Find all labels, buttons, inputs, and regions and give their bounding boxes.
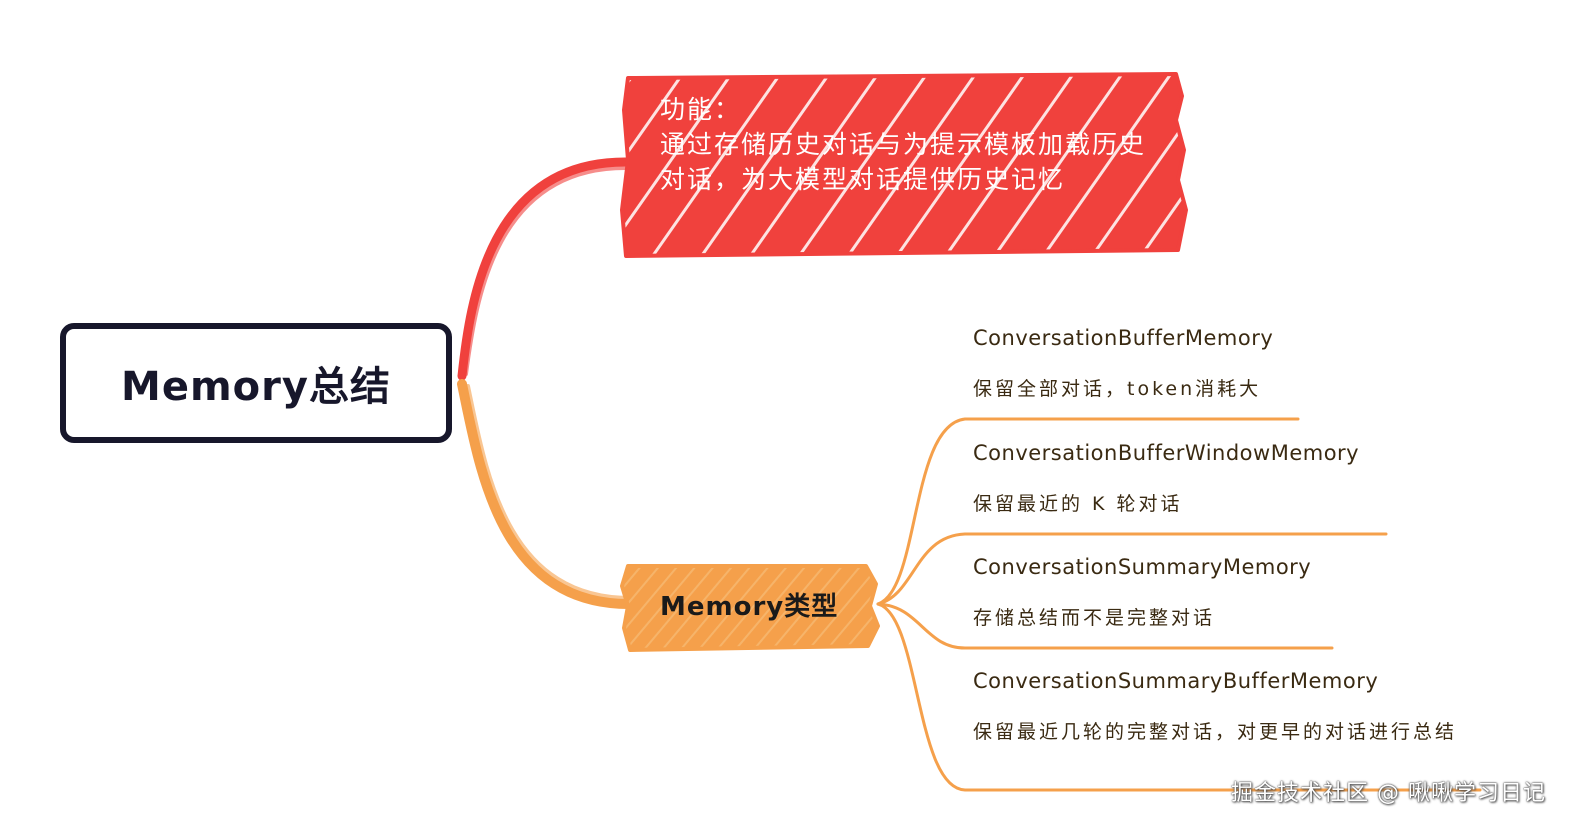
leaf-branch-2 [876,532,1388,606]
leaf-branch-4 [876,602,1482,792]
leaf-item: ConversationBufferMemory 保留全部对话，token消耗大 [973,326,1493,403]
branch-root-to-types-sketch [466,384,632,600]
leaf-desc: 保留最近的 K 轮对话 [973,493,1183,515]
leaf-item: ConversationSummaryBufferMemory 保留最近几轮的完… [973,669,1493,746]
branch-root-to-types [457,379,635,610]
leaf-branch-1 [876,417,1300,606]
leaf-branch-3 [876,602,1334,650]
leaf-desc: 存储总结而不是完整对话 [973,607,1216,629]
function-title: 功能： [660,95,742,124]
leaf-name: ConversationSummaryBufferMemory [973,669,1379,693]
function-node-box [620,72,1188,258]
types-node-box [620,564,880,652]
leaf-item: ConversationSummaryMemory 存储总结而不是完整对话 [973,555,1493,632]
root-label: Memory总结 [121,364,391,410]
types-node-label: Memory类型 [660,592,839,622]
root-node: Memory总结 [60,323,452,443]
branch-root-to-function [457,157,633,381]
leaf-name: ConversationSummaryMemory [973,555,1312,579]
leaf-name: ConversationBufferMemory [973,326,1274,350]
leaf-desc: 保留全部对话，token消耗大 [973,378,1262,400]
leaf-branches [876,417,1482,792]
leaf-item: ConversationBufferWindowMemory 保留最近的 K 轮… [973,441,1493,518]
function-node-text: 功能： 通过存储历史对话与为提示模板加载历史对话，为大模型对话提供历史记忆 [660,92,1160,197]
branch-root-to-function-sketch [464,165,630,376]
watermark: 掘金技术社区 @ 啾啾学习日记 [1231,781,1546,806]
leaf-desc: 保留最近几轮的完整对话，对更早的对话进行总结 [973,721,1458,743]
function-body: 通过存储历史对话与为提示模板加载历史对话，为大模型对话提供历史记忆 [660,130,1147,194]
leaf-name: ConversationBufferWindowMemory [973,441,1360,465]
